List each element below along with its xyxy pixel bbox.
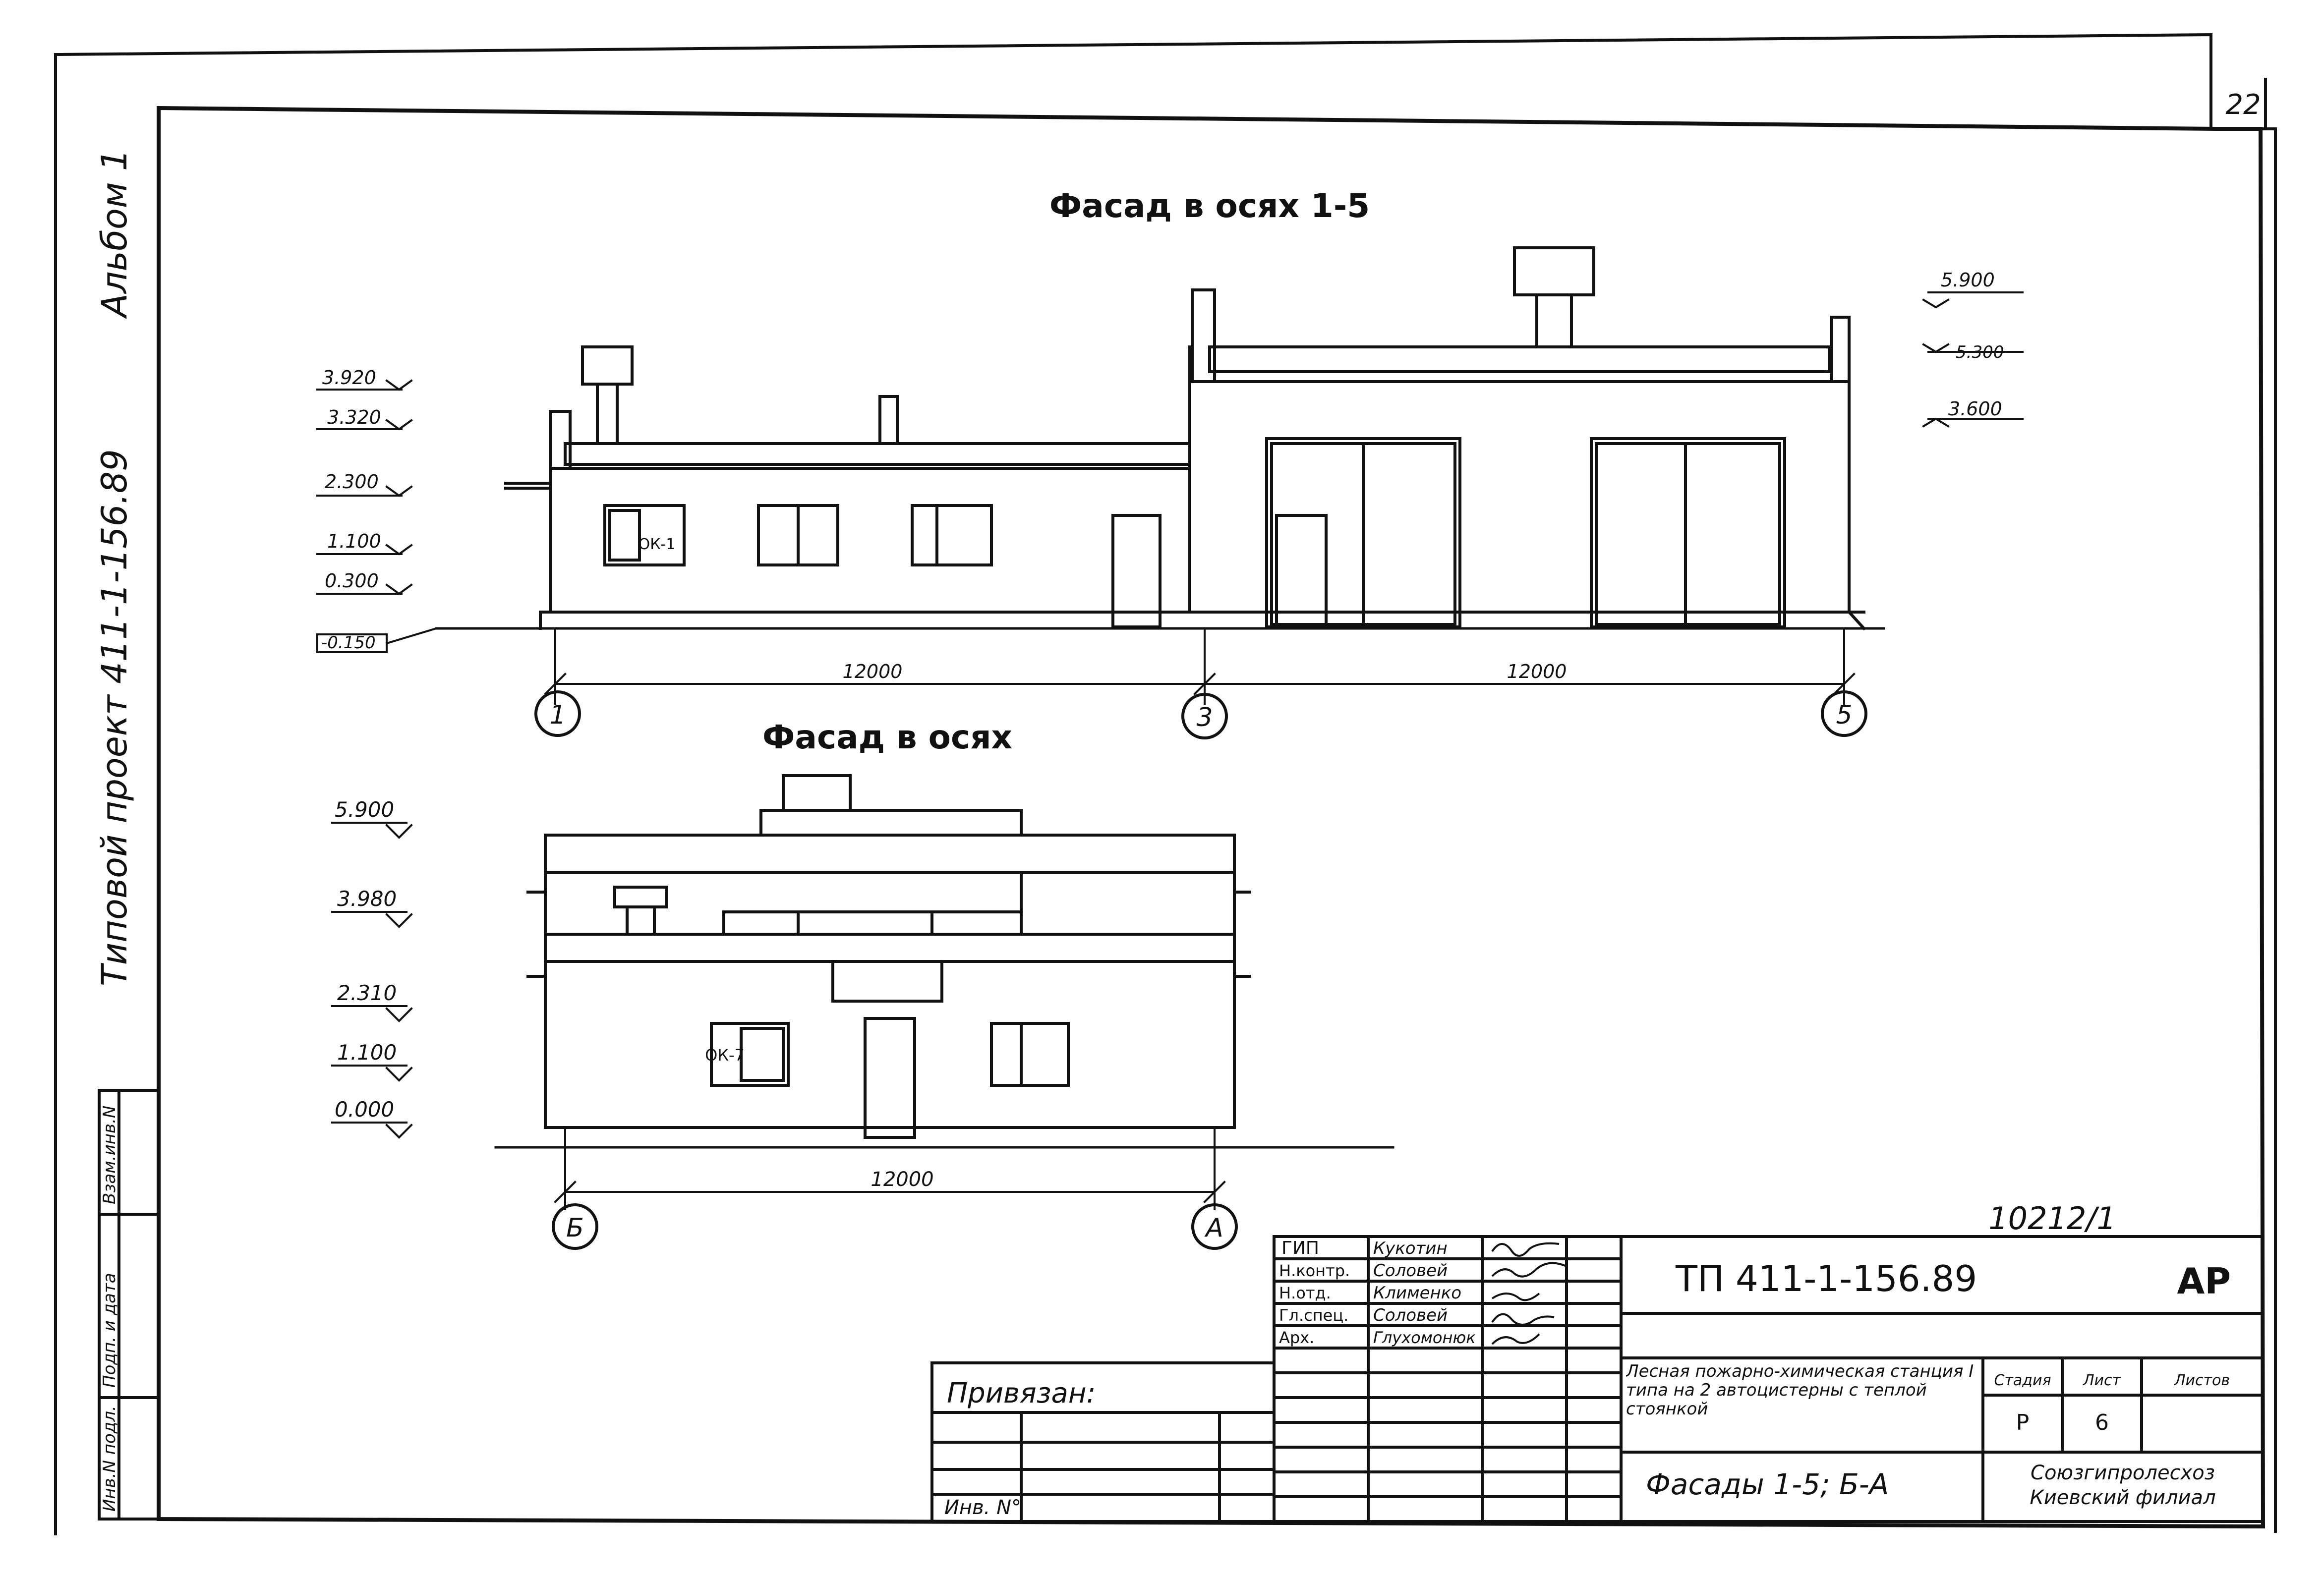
facade-2-dimension-line	[554, 1129, 1226, 1210]
axis-label-1: 1	[549, 700, 566, 730]
facade-2-level-1100: 1.100	[337, 1040, 397, 1065]
stamp-stage: Р	[2016, 1410, 2030, 1435]
binding-label: Привязан:	[947, 1377, 1096, 1409]
axis-label-5: 5	[1836, 700, 1852, 730]
margin-col-replace: Взам.инв.N	[100, 1106, 119, 1204]
side-margin-table	[98, 1089, 160, 1521]
drawing-number-note: 10212/1	[1988, 1200, 2116, 1237]
binding-inv-label: Инв. N°	[944, 1496, 1021, 1519]
page-number: 22	[2225, 89, 2261, 121]
facade-1-dim-1: 12000	[843, 661, 903, 682]
axis-label-b: Б	[566, 1213, 584, 1243]
margin-col-inv: Инв.N подл.	[100, 1406, 119, 1512]
stamp-name-1: Кукотин	[1373, 1239, 1448, 1258]
binding-table	[930, 1361, 1276, 1523]
facade-1-level-3320: 3.320	[327, 406, 381, 428]
album-label: Альбом 1	[94, 149, 135, 319]
facade-1-level-marks-left	[316, 379, 438, 653]
facade-1-level-2300: 2.300	[325, 471, 379, 493]
axis-marker-5	[1821, 690, 1867, 737]
stamp-name-5: Глухомонюк	[1373, 1328, 1476, 1347]
facade-2-title: Фасад в осях	[762, 718, 1012, 756]
stamp-description-box: Лесная пожарно-химическая станция I типа…	[1626, 1362, 1974, 1419]
facade-2-level-2310: 2.310	[337, 981, 397, 1005]
axis-label-3: 3	[1196, 703, 1213, 732]
facade-2-level-5900: 5.900	[335, 797, 394, 822]
axis-label-a: А	[1204, 1213, 1223, 1243]
facade-2-level-3980: 3.980	[337, 887, 397, 911]
stamp-header-sheet: Лист	[2083, 1372, 2122, 1389]
facade-2-level-marks	[331, 822, 413, 1139]
stamp-name-3: Клименко	[1373, 1283, 1461, 1303]
facade-2-level-0000: 0.000	[335, 1097, 394, 1122]
stamp-name-2: Соловей	[1373, 1261, 1448, 1281]
facade-1-level-1100: 1.100	[327, 530, 381, 552]
stamp-role-notd: Н.отд.	[1279, 1284, 1331, 1302]
axis-marker-b	[552, 1203, 598, 1250]
title-block	[1273, 1235, 2265, 1523]
facade-b-a-drawing	[494, 774, 1394, 1149]
facade-1-level-0300: 0.300	[325, 570, 379, 592]
project-label: Типовой проект 411-1-156.89	[94, 449, 135, 986]
margin-col-sign: Подп. и дата	[100, 1273, 119, 1388]
stamp-mark: АР	[2177, 1260, 2231, 1302]
axis-marker-a	[1191, 1203, 1238, 1250]
facade-1-level-3920: 3.920	[322, 367, 376, 389]
facade-1-level-5900: 5.900	[1941, 269, 1995, 291]
facade-1-5-drawing	[435, 246, 1885, 631]
axis-marker-1	[534, 690, 581, 737]
stamp-sheet-no: 6	[2095, 1410, 2109, 1435]
stamp-header-sheets: Листов	[2174, 1372, 2230, 1389]
facade-1-level-marks-right	[1922, 291, 2024, 428]
outer-frame	[54, 33, 2277, 1535]
stamp-role-glspec: Гл.спец.	[1279, 1306, 1348, 1325]
facade-1-level-minus0150: -0.150	[321, 633, 376, 653]
stamp-header-stage: Стадия	[1994, 1372, 2051, 1389]
facade-2-dim: 12000	[871, 1168, 933, 1191]
facade-1-dim-2: 12000	[1507, 661, 1567, 682]
stamp-sheet-title: Фасады 1-5; Б-А	[1646, 1467, 1889, 1501]
stamp-org-line2: Киевский филиал	[2030, 1486, 2215, 1509]
stamp-role-nkontr: Н.контр.	[1279, 1261, 1350, 1280]
stamp-description: Лесная пожарно-химическая станция I типа…	[1626, 1362, 1974, 1419]
stamp-role-gip: ГИП	[1281, 1238, 1319, 1258]
facade-1-window-label: ОК-1	[639, 536, 676, 553]
facade-1-title: Фасад в осях 1-5	[1049, 187, 1370, 225]
stamp-org-line1: Союзгипролесхоз	[2031, 1462, 2215, 1484]
stamp-code: ТП 411-1-156.89	[1675, 1258, 1977, 1299]
signature-scribbles	[1491, 1242, 1567, 1345]
facade-2-window-label: ОК-7	[705, 1046, 745, 1065]
stamp-role-arch: Арх.	[1279, 1328, 1314, 1347]
page-number-box	[2209, 33, 2267, 130]
axis-marker-3	[1181, 693, 1228, 739]
stamp-name-4: Соловей	[1373, 1305, 1448, 1325]
facade-1-level-3600: 3.600	[1948, 398, 2002, 420]
facade-1-level-5300: 5.300	[1956, 342, 2004, 362]
facade-1-dimension-line	[544, 628, 1856, 705]
